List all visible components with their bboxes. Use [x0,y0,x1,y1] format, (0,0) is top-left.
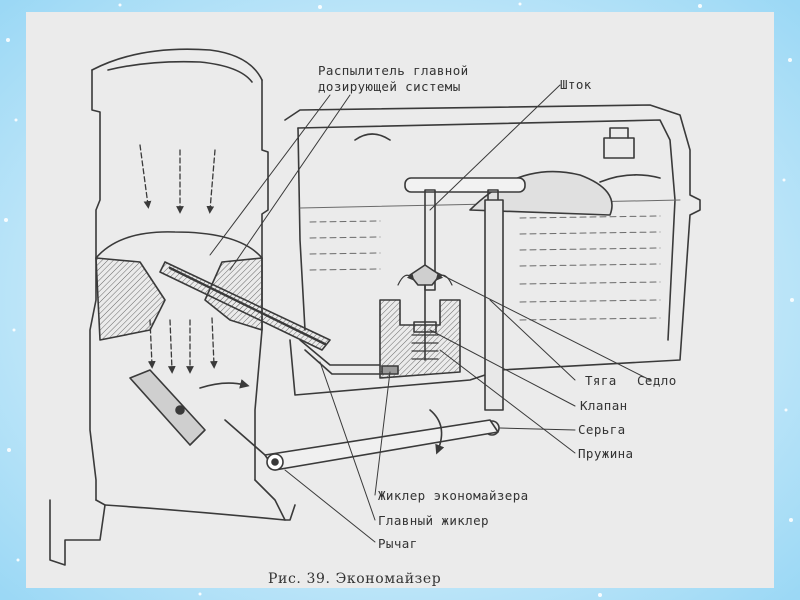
venturi-wall-left [95,257,166,341]
figure-caption: Рис. 39. Экономайзер [268,571,442,587]
label-sprayer-line1: Распылитель главной [318,63,469,78]
lever-linkage [224,409,499,471]
label-sedlo: Седло [637,373,677,388]
leader-lines [209,84,651,543]
pull-rod [484,199,504,436]
float-chamber [284,104,701,396]
label-sprayer-line2: дозирующей системы [318,79,461,94]
label-econ-jet: Жиклер экономайзера [378,488,529,503]
air-flow-arrows [139,144,218,374]
label-shtok: Шток [560,77,592,92]
label-klapan: Клапан [580,398,628,413]
label-lever: Рычаг [378,536,418,551]
label-serga: Серьга [578,422,626,437]
label-main-jet: Главный жиклер [378,513,489,528]
label-tyaga: Тяга [585,373,617,388]
throttle-valve [129,369,250,446]
label-pruzhina: Пружина [578,446,634,461]
main-nozzle [159,261,331,351]
economizer-valve [379,264,461,379]
air-intake-tube [49,48,296,566]
